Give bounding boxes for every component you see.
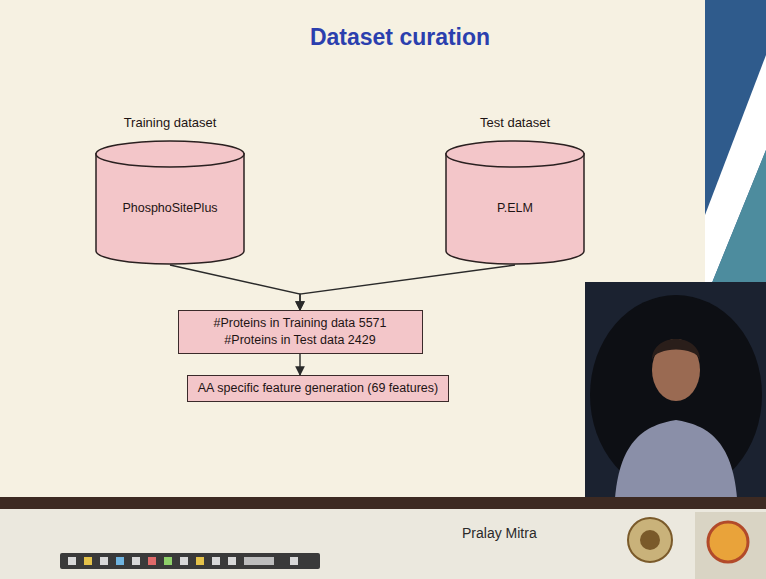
slide-title: Dataset curation [310,24,490,51]
tool-icon [100,557,108,565]
dataset-heading: Training dataset [124,114,217,132]
institute-logo-center [640,530,660,550]
nptel-logo [708,522,748,562]
footer-bar [0,497,766,509]
box-text: AA specific feature generation (69 featu… [198,380,438,397]
presenter-hair [652,339,700,360]
tool-icon [132,557,140,565]
tool-icon [244,557,274,565]
box-text: #Proteins in Training data 5571 [189,315,412,332]
toolbar [60,553,320,569]
process-box: #Proteins in Training data 5571#Proteins… [178,310,423,354]
tool-icon [290,557,298,565]
connector-arrow [170,265,300,310]
institute-logo [628,518,672,562]
connector-arrow [300,265,515,310]
toolbar-strip [60,553,320,569]
tool-icon [116,557,124,565]
video-frame [585,282,766,498]
dataset-heading: Test dataset [480,114,550,132]
presenter-name: Pralay Mitra [462,525,537,541]
cylinder-top [96,141,244,167]
box-text: #Proteins in Test data 2429 [189,332,412,349]
footer-ground [0,509,766,579]
database-cylinder: Test datasetP.ELM [437,140,593,265]
connector-arrow [299,354,300,375]
tool-icon [68,557,76,565]
logo-panel [695,512,766,579]
presenter-shirt [615,420,737,498]
tool-icon [196,557,204,565]
process-box: AA specific feature generation (69 featu… [187,375,449,402]
database-name: P.ELM [437,200,593,217]
tool-icon [84,557,92,565]
tool-icon [212,557,220,565]
cylinder-top [446,141,584,167]
tool-icon [148,557,156,565]
tool-icon [180,557,188,565]
tool-icon [164,557,172,565]
database-cylinder: Training datasetPhosphoSitePlus [87,140,253,265]
tool-icon [228,557,236,565]
database-name: PhosphoSitePlus [87,200,253,217]
presenter-face [652,339,700,401]
